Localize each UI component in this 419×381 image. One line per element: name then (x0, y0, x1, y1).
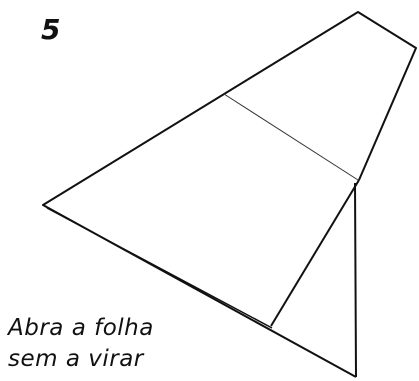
crease-line (224, 94, 358, 180)
step-number: 5 (41, 16, 60, 44)
caption-line-2: sem a virar (8, 344, 154, 375)
open-sheet-edge (355, 183, 356, 377)
flap-edge (271, 180, 359, 326)
instruction-caption: Abra a folha sem a virar (8, 313, 154, 375)
caption-line-1: Abra a folha (8, 313, 154, 344)
paper-lower-edge-double (47, 208, 272, 328)
